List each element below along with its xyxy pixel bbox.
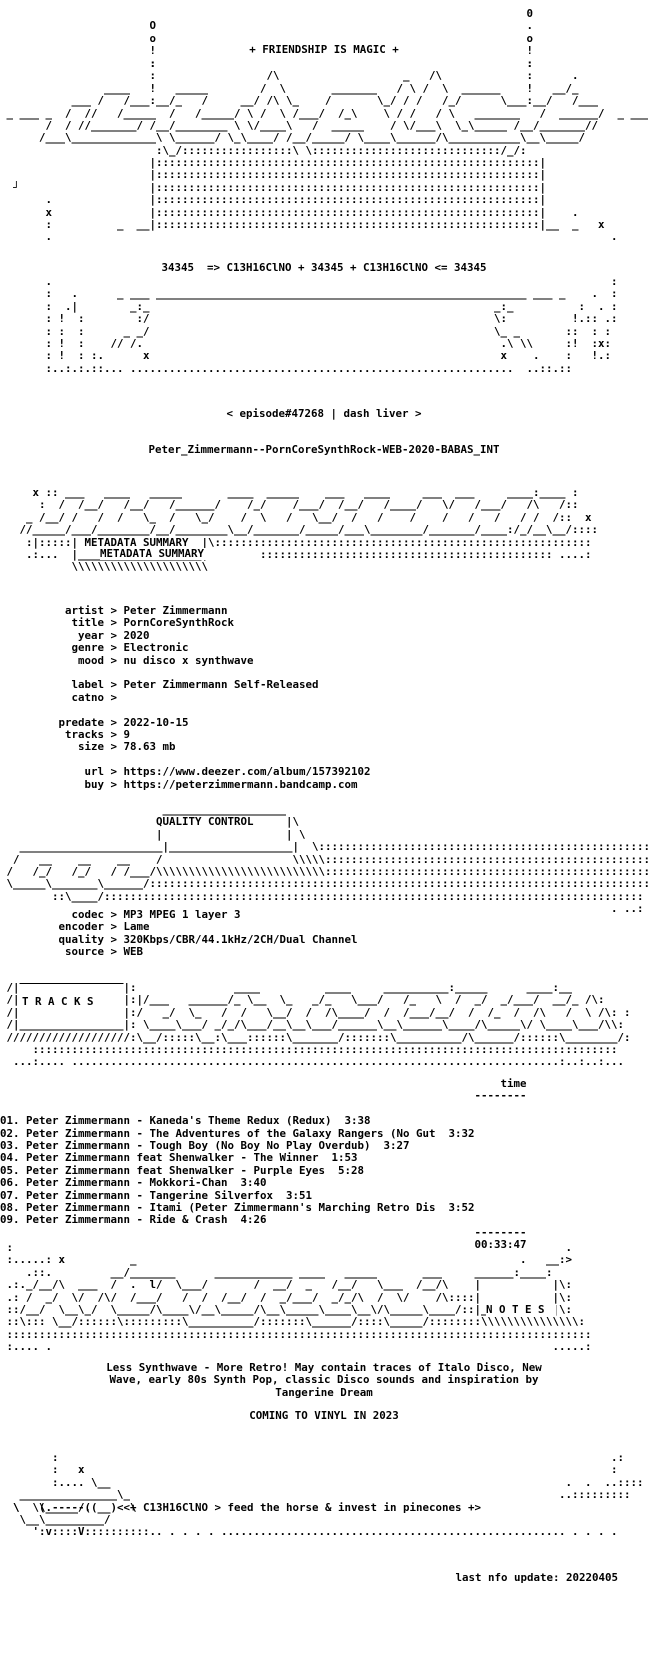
- meta-genre: Electronic: [123, 641, 189, 655]
- footer-art-base: \__\_________/ ':v::::V::::::::::.. . . …: [19, 1514, 618, 1539]
- tracklist-header: time: [0, 1078, 648, 1090]
- header-logo-art: 0 O . o o !: [149, 8, 534, 70]
- qc-quality: 320Kbps/CBR/44.1kHz/2CH/Dual Channel: [123, 932, 358, 946]
- slogan: + FRIENDSHIP IS MAGIC +: [249, 44, 399, 56]
- meta-row-artist: artist > Peter Zimmermann: [0, 605, 228, 617]
- quality-header-art: ___________________ | |\ | | \ _________…: [6, 804, 648, 916]
- meta-title: PornCoreSynthRock: [123, 616, 235, 630]
- footer-tagline: <<+ C13H16ClNO > feed the horse & invest…: [117, 1502, 482, 1514]
- qc-source: WEB: [123, 945, 144, 959]
- meta-label: Peter Zimmermann Self-Released: [123, 678, 319, 692]
- qc-row-quality: quality > 320Kbps/CBR/44.1kHz/2CH/Dual C…: [0, 932, 358, 946]
- tracklist-rule-bottom: --------: [0, 1225, 527, 1239]
- metadata-list: artist > Peter Zimmermann title > PornCo…: [0, 605, 648, 791]
- track-row: 08. Peter Zimmermann - Itami (Peter Zimm…: [0, 1201, 648, 1215]
- qc-row-source: source > WEB: [0, 945, 144, 959]
- tracks-section-title: T R A C K S: [22, 996, 118, 1009]
- meta-row-predate: predate > 2022-10-15: [0, 715, 189, 729]
- qc-row-encoder: encoder > Lame: [0, 920, 150, 934]
- track-time: 3:51: [286, 1188, 313, 1202]
- total-time: 00:33:47: [474, 1238, 527, 1252]
- quality-section-title: QUALITY CONTROL: [156, 816, 286, 829]
- vinyl-announcement: COMING TO VINYL IN 2023: [249, 1410, 399, 1422]
- notes-text: Less Synthwave - More Retro! May contain…: [0, 1362, 648, 1399]
- track-row: 02. Peter Zimmermann - The Adventures of…: [0, 1126, 648, 1140]
- track-time: 5:28: [338, 1163, 365, 1177]
- track-time: 1:53: [331, 1151, 358, 1165]
- meta-row-mood: mood > nu disco x synthwave: [0, 653, 254, 667]
- meta-row-size: size > 78.63 mb: [0, 740, 176, 754]
- track-row: 05. Peter Zimmermann feat Shenwalker - P…: [0, 1163, 648, 1177]
- meta-row-buy: buy > https://peterzimmermann.bandcamp.c…: [0, 777, 358, 791]
- track-row: 09. Peter Zimmermann - Ride & Crash 4:26: [0, 1214, 648, 1226]
- metadata-section-title: METADATA SUMMARY: [100, 548, 260, 561]
- track-time: 3:27: [383, 1139, 410, 1153]
- footer-art: : .: : x : :.... \: [13, 1452, 644, 1514]
- track-time: 4:26: [240, 1213, 267, 1227]
- track-row: 03. Peter Zimmermann - Tough Boy (No Boy…: [0, 1139, 648, 1153]
- notes-header-art: : . :.....: x _ . __:> .::. __/___: [6, 1242, 592, 1354]
- meta-year: 2020: [123, 628, 150, 642]
- meta-predate: 2022-10-15: [123, 715, 189, 729]
- qc-encoder: Lame: [123, 920, 150, 934]
- metadata-header-art: x :: ___ ____ _____ ____ _____ ___ ____ …: [19, 487, 599, 574]
- tracklist: time -------- 01. Peter Zimmermann - Kan…: [0, 1078, 648, 1252]
- track-time: 3:40: [240, 1176, 267, 1190]
- meta-row-label: label > Peter Zimmermann Self-Released: [0, 678, 319, 692]
- header-logo-art-body: : : : /\ _ /\ : . ____ ! _____ / \: [6, 58, 648, 157]
- episode-line: < episode#47268 | dash liver >: [226, 408, 422, 420]
- notes-section-title: N O T E S: [486, 1304, 556, 1317]
- last-update: last nfo update: 20220405: [455, 1572, 618, 1584]
- track-time: 3:38: [344, 1114, 371, 1128]
- notes-line-3: Tangerine Dream: [275, 1385, 373, 1399]
- track-row: 01. Peter Zimmermann - Kaneda's Theme Re…: [0, 1115, 648, 1127]
- track-title: 04. Peter Zimmermann feat Shenwalker - T…: [0, 1151, 319, 1165]
- release-name: Peter_Zimmermann--PornCoreSynthRock-WEB-…: [148, 444, 500, 456]
- meta-row-catno: catno >: [0, 690, 124, 704]
- track-title: 08. Peter Zimmermann - Itami (Peter Zimm…: [0, 1201, 436, 1215]
- track-title: 05. Peter Zimmermann feat Shenwalker - P…: [0, 1163, 326, 1177]
- meta-row-tracks: tracks > 9: [0, 728, 131, 742]
- meta-size: 78.63 mb: [123, 740, 176, 754]
- qc-codec: MP3 MPEG 1 layer 3: [123, 909, 241, 921]
- notes-line-1: Less Synthwave - More Retro! May contain…: [106, 1362, 542, 1374]
- track-row: 07. Peter Zimmermann - Tangerine Silverf…: [0, 1188, 648, 1202]
- track-title: 09. Peter Zimmermann - Ride & Crash: [0, 1213, 228, 1227]
- meta-row-genre: genre > Electronic: [0, 641, 189, 655]
- track-row: 04. Peter Zimmermann feat Shenwalker - T…: [0, 1152, 648, 1164]
- tracks-header-art: /|‾‾‾‾‾‾‾‾‾‾‾‾‾‾‾‾|: ____ ____ _________…: [6, 982, 631, 1069]
- meta-row-year: year > 2020: [0, 628, 150, 642]
- meta-row-title: title > PornCoreSynthRock: [0, 616, 235, 630]
- track-title: 06. Peter Zimmermann - Mokkori-Chan: [0, 1176, 228, 1190]
- track-title: 07. Peter Zimmermann - Tangerine Silverf…: [0, 1188, 274, 1202]
- qc-row-codec: codec > MP3 MPEG 1 layer 3: [0, 909, 241, 921]
- track-title: 03. Peter Zimmermann - Tough Boy (No Boy…: [0, 1139, 371, 1153]
- track-time: 3:52: [448, 1201, 475, 1215]
- tracklist-total-row: 00:33:47: [0, 1239, 648, 1251]
- meta-mood: nu disco x synthwave: [123, 653, 254, 667]
- header-logo-frame: |:::::::::::::::::::::::::::::::::::::::…: [13, 157, 618, 244]
- meta-url: https://www.deezer.com/album/157392102: [123, 765, 371, 779]
- track-time: 3:32: [448, 1126, 475, 1140]
- meta-artist: Peter Zimmermann: [123, 605, 228, 617]
- quality-list: codec > MP3 MPEG 1 layer 3 encoder > Lam…: [0, 909, 648, 959]
- meta-tracks: 9: [123, 728, 131, 742]
- track-title: 02. Peter Zimmermann - The Adventures of…: [0, 1126, 436, 1140]
- tracklist-rule-top: --------: [0, 1089, 527, 1103]
- notes-line-2: Wave, early 80s Synth Pop, classic Disco…: [109, 1373, 539, 1387]
- header-logo-footer: . : : . _ ___ __________________________…: [45, 276, 618, 375]
- track-row: 06. Peter Zimmermann - Mokkori-Chan 3:40: [0, 1177, 648, 1189]
- formula-line: 34345 => C13H16ClNO + 34345 + C13H16ClNO…: [161, 262, 487, 274]
- meta-buy: https://peterzimmermann.bandcamp.com: [123, 777, 358, 791]
- track-title: 01. Peter Zimmermann - Kaneda's Theme Re…: [0, 1114, 332, 1128]
- meta-row-url: url > https://www.deezer.com/album/15739…: [0, 765, 371, 779]
- footer-tagline-row: \ \\_____/((__)<<+ C13H16ClNO > feed the…: [0, 1502, 482, 1514]
- time-header: time: [500, 1078, 527, 1090]
